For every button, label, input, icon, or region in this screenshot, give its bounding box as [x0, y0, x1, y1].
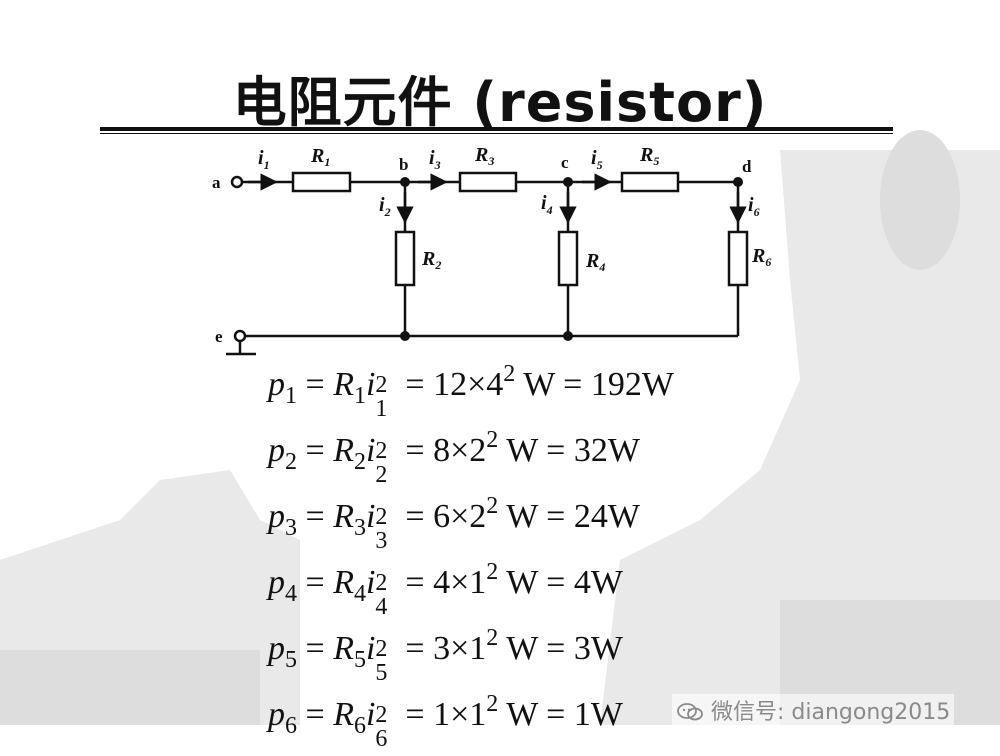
node-label-b: b — [399, 155, 408, 174]
watermark: 微信号: diangong2015 — [672, 694, 955, 726]
circuit-diagram: a b c d e i1 i3 i5 i2 i4 i6 R1 R3 R5 R2 … — [212, 144, 771, 356]
title-rule-thin — [100, 133, 893, 134]
resistor-label-r6: R6 — [751, 245, 771, 269]
resistor-r1 — [291, 171, 352, 193]
current-label-i3: i3 — [429, 147, 441, 172]
resistor-r5 — [620, 171, 680, 193]
slide-title: 电阻元件 (resistor) — [232, 71, 768, 134]
resistor-r4 — [557, 230, 579, 287]
node-label-a: a — [212, 173, 221, 192]
resistor-label-r3: R3 — [474, 144, 494, 168]
current-label-i4: i4 — [541, 192, 553, 217]
node-label-d: d — [742, 157, 752, 176]
resistor-r6 — [727, 230, 749, 287]
current-label-i5: i5 — [591, 147, 603, 172]
resistor-label-r2: R2 — [421, 248, 441, 272]
wechat-icon — [677, 703, 703, 721]
junction-d — [733, 177, 743, 187]
title-rule-thick — [100, 127, 893, 131]
resistor-r3 — [458, 171, 518, 193]
background-decoration — [0, 130, 1000, 725]
junction-bottom-r4 — [563, 331, 573, 341]
current-label-i2: i2 — [379, 194, 391, 219]
terminal-e — [233, 329, 247, 343]
resistor-label-r4: R4 — [585, 250, 605, 274]
resistor-label-r5: R5 — [639, 144, 659, 168]
node-label-c: c — [561, 153, 569, 172]
junction-bottom-r2 — [400, 331, 410, 341]
junction-b — [400, 177, 410, 187]
resistor-label-r1: R1 — [310, 145, 330, 169]
current-label-i6: i6 — [748, 194, 760, 219]
node-label-e: e — [215, 327, 223, 346]
junction-c — [563, 177, 573, 187]
resistor-r2 — [394, 230, 416, 287]
current-label-i1: i1 — [258, 147, 270, 172]
watermark-text: 微信号: diangong2015 — [711, 700, 951, 725]
terminal-a — [230, 175, 244, 189]
